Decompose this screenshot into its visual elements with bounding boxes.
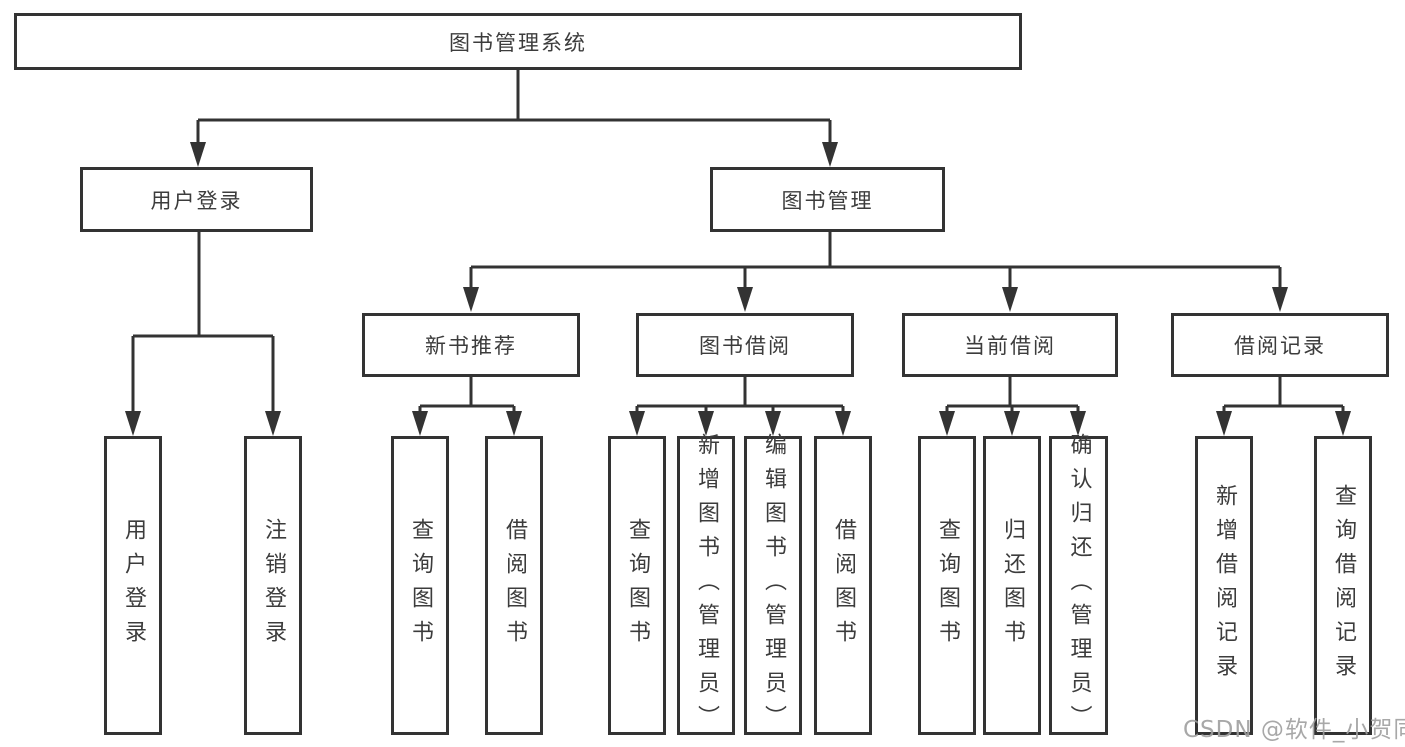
node-book-borrow: 图书借阅: [636, 313, 854, 377]
watermark-text: CSDN @软件_小贺同学: [1183, 717, 1405, 743]
leaf-borrow-add-books-admin: 新增图书（管理员）: [677, 433, 735, 739]
node-label: 查询图书: [935, 517, 960, 654]
node-label: 确认归还（管理员）: [1066, 432, 1092, 739]
node-label: 查询图书: [408, 517, 433, 654]
node-label: 查询图书: [625, 517, 650, 654]
node-label: 编辑图书（管理员）: [761, 432, 786, 739]
leaf-current-confirm-return-admin: 确认归还（管理员）: [1049, 433, 1108, 739]
node-label: 当前借阅: [964, 334, 1056, 358]
leaf-logout-login: 注销登录: [244, 436, 302, 735]
node-user-login: 用户登录: [80, 167, 313, 232]
node-label: 用户登录: [150, 188, 243, 213]
node-label: 归还图书: [1000, 517, 1025, 654]
leaf-borrow-borrow-books: 借阅图书: [814, 436, 872, 735]
node-root-system: 图书管理系统: [14, 13, 1022, 70]
leaf-recommend-query-books: 查询图书: [391, 436, 449, 735]
node-new-book-recommend: 新书推荐: [362, 313, 580, 377]
leaf-current-query-books: 查询图书: [918, 436, 976, 735]
node-label: 查询借阅记录: [1331, 483, 1356, 688]
node-label: 借阅记录: [1234, 334, 1326, 358]
node-label: 借阅图书: [831, 517, 856, 654]
node-label: 新书推荐: [425, 334, 517, 358]
node-label: 注销登录: [261, 517, 286, 654]
node-label: 借阅图书: [502, 517, 527, 654]
node-current-borrow: 当前借阅: [902, 313, 1118, 377]
leaf-user-login: 用户登录: [104, 436, 162, 735]
node-label: 用户登录: [121, 517, 146, 654]
leaf-records-add-borrow-record: 新增借阅记录: [1195, 436, 1253, 735]
leaf-records-query-borrow-record: 查询借阅记录: [1314, 436, 1372, 735]
leaf-recommend-borrow-books: 借阅图书: [485, 436, 543, 735]
leaf-current-return-books: 归还图书: [983, 436, 1041, 735]
node-label: 图书借阅: [699, 334, 791, 358]
node-borrow-records: 借阅记录: [1171, 313, 1389, 377]
node-label: 图书管理系统: [449, 30, 587, 55]
node-label: 图书管理: [781, 188, 874, 213]
node-book-management: 图书管理: [710, 167, 945, 232]
node-label: 新增借阅记录: [1212, 483, 1237, 688]
node-label: 新增图书（管理员）: [694, 432, 719, 739]
leaf-borrow-query-books: 查询图书: [608, 436, 666, 735]
leaf-borrow-edit-books-admin: 编辑图书（管理员）: [744, 433, 802, 739]
